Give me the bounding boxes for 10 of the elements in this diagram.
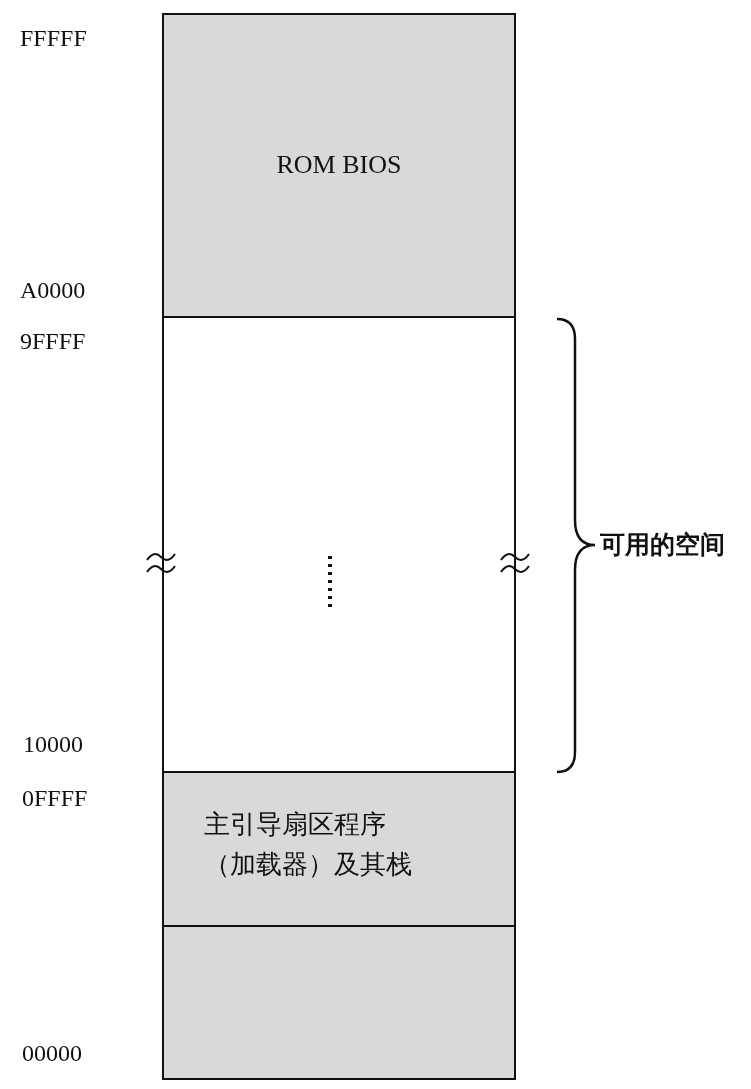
address-label: 9FFFF <box>20 328 86 355</box>
address-label: FFFFF <box>20 25 87 52</box>
region-label: 主引导扇区程序（加载器）及其栈 <box>204 809 413 881</box>
address-label: 0FFFF <box>22 785 88 812</box>
bracket-label: 可用的空间 <box>600 530 725 560</box>
empty-memory-region <box>162 925 516 1080</box>
address-label: A0000 <box>20 277 86 304</box>
region-label: ROM BIOS <box>276 150 402 180</box>
address-label: 00000 <box>22 1040 82 1067</box>
address-label: 10000 <box>23 731 83 758</box>
